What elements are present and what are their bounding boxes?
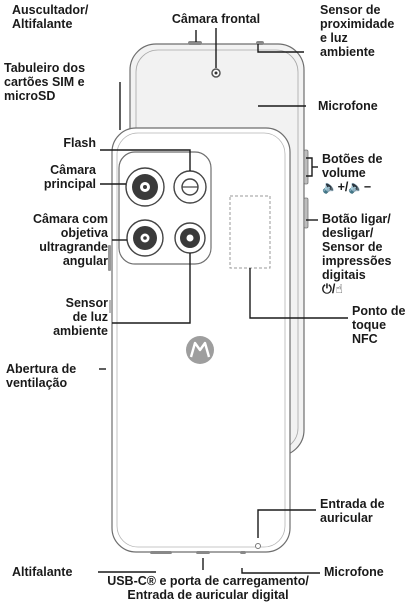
label-ultrawide-camera: Câmara com objetiva ultragrande angular xyxy=(32,212,108,268)
label-flash: Flash xyxy=(63,136,96,150)
usb-port-mark xyxy=(196,551,210,554)
label-microphone-bottom: Microfone xyxy=(324,565,384,579)
motorola-logo xyxy=(186,336,214,364)
label-proximity-sensor: Sensor de proximidade e luz ambiente xyxy=(320,3,395,59)
label-headset-jack: Entrada de auricular xyxy=(320,497,385,525)
speaker-holes xyxy=(150,551,172,554)
label-light-sensor: Sensor de luz ambiente xyxy=(53,296,108,338)
label-volume-buttons: Botões de volume 🔈+/🔈− xyxy=(322,152,383,194)
label-vent: Abertura de ventilação xyxy=(6,362,77,390)
label-sim-tray: Tabuleiro dos cartões SIM e microSD xyxy=(4,61,86,103)
label-power-button: Botão ligar/ desligar/ Sensor de impress… xyxy=(322,212,392,296)
sim-tray-slot xyxy=(108,245,111,271)
label-speaker-bottom: Altifalante xyxy=(12,565,73,579)
ultrawide-camera-lens xyxy=(126,219,164,257)
main-camera-lens xyxy=(125,167,165,207)
leader-lines xyxy=(98,28,348,574)
label-earpiece-speaker: Auscultador/ Altifalante xyxy=(12,3,89,31)
volume-button xyxy=(303,149,309,185)
light-sensor-lens xyxy=(174,222,206,254)
earpiece-slot xyxy=(188,41,202,45)
label-microphone-top: Microfone xyxy=(318,99,378,113)
bottom-mic-mark xyxy=(240,551,246,554)
label-usb-port: USB-C® e porta de carregamento/ Entrada … xyxy=(107,574,309,602)
label-front-camera: Câmara frontal xyxy=(171,12,261,26)
flash-lens xyxy=(173,170,207,204)
phone-back-inner xyxy=(116,132,286,548)
power-button xyxy=(303,197,309,229)
headset-jack-mark xyxy=(255,543,261,549)
label-main-camera: Câmara principal xyxy=(43,163,96,191)
proximity-sensor-mark xyxy=(256,41,264,45)
label-nfc: Ponto de toque NFC xyxy=(352,304,406,346)
